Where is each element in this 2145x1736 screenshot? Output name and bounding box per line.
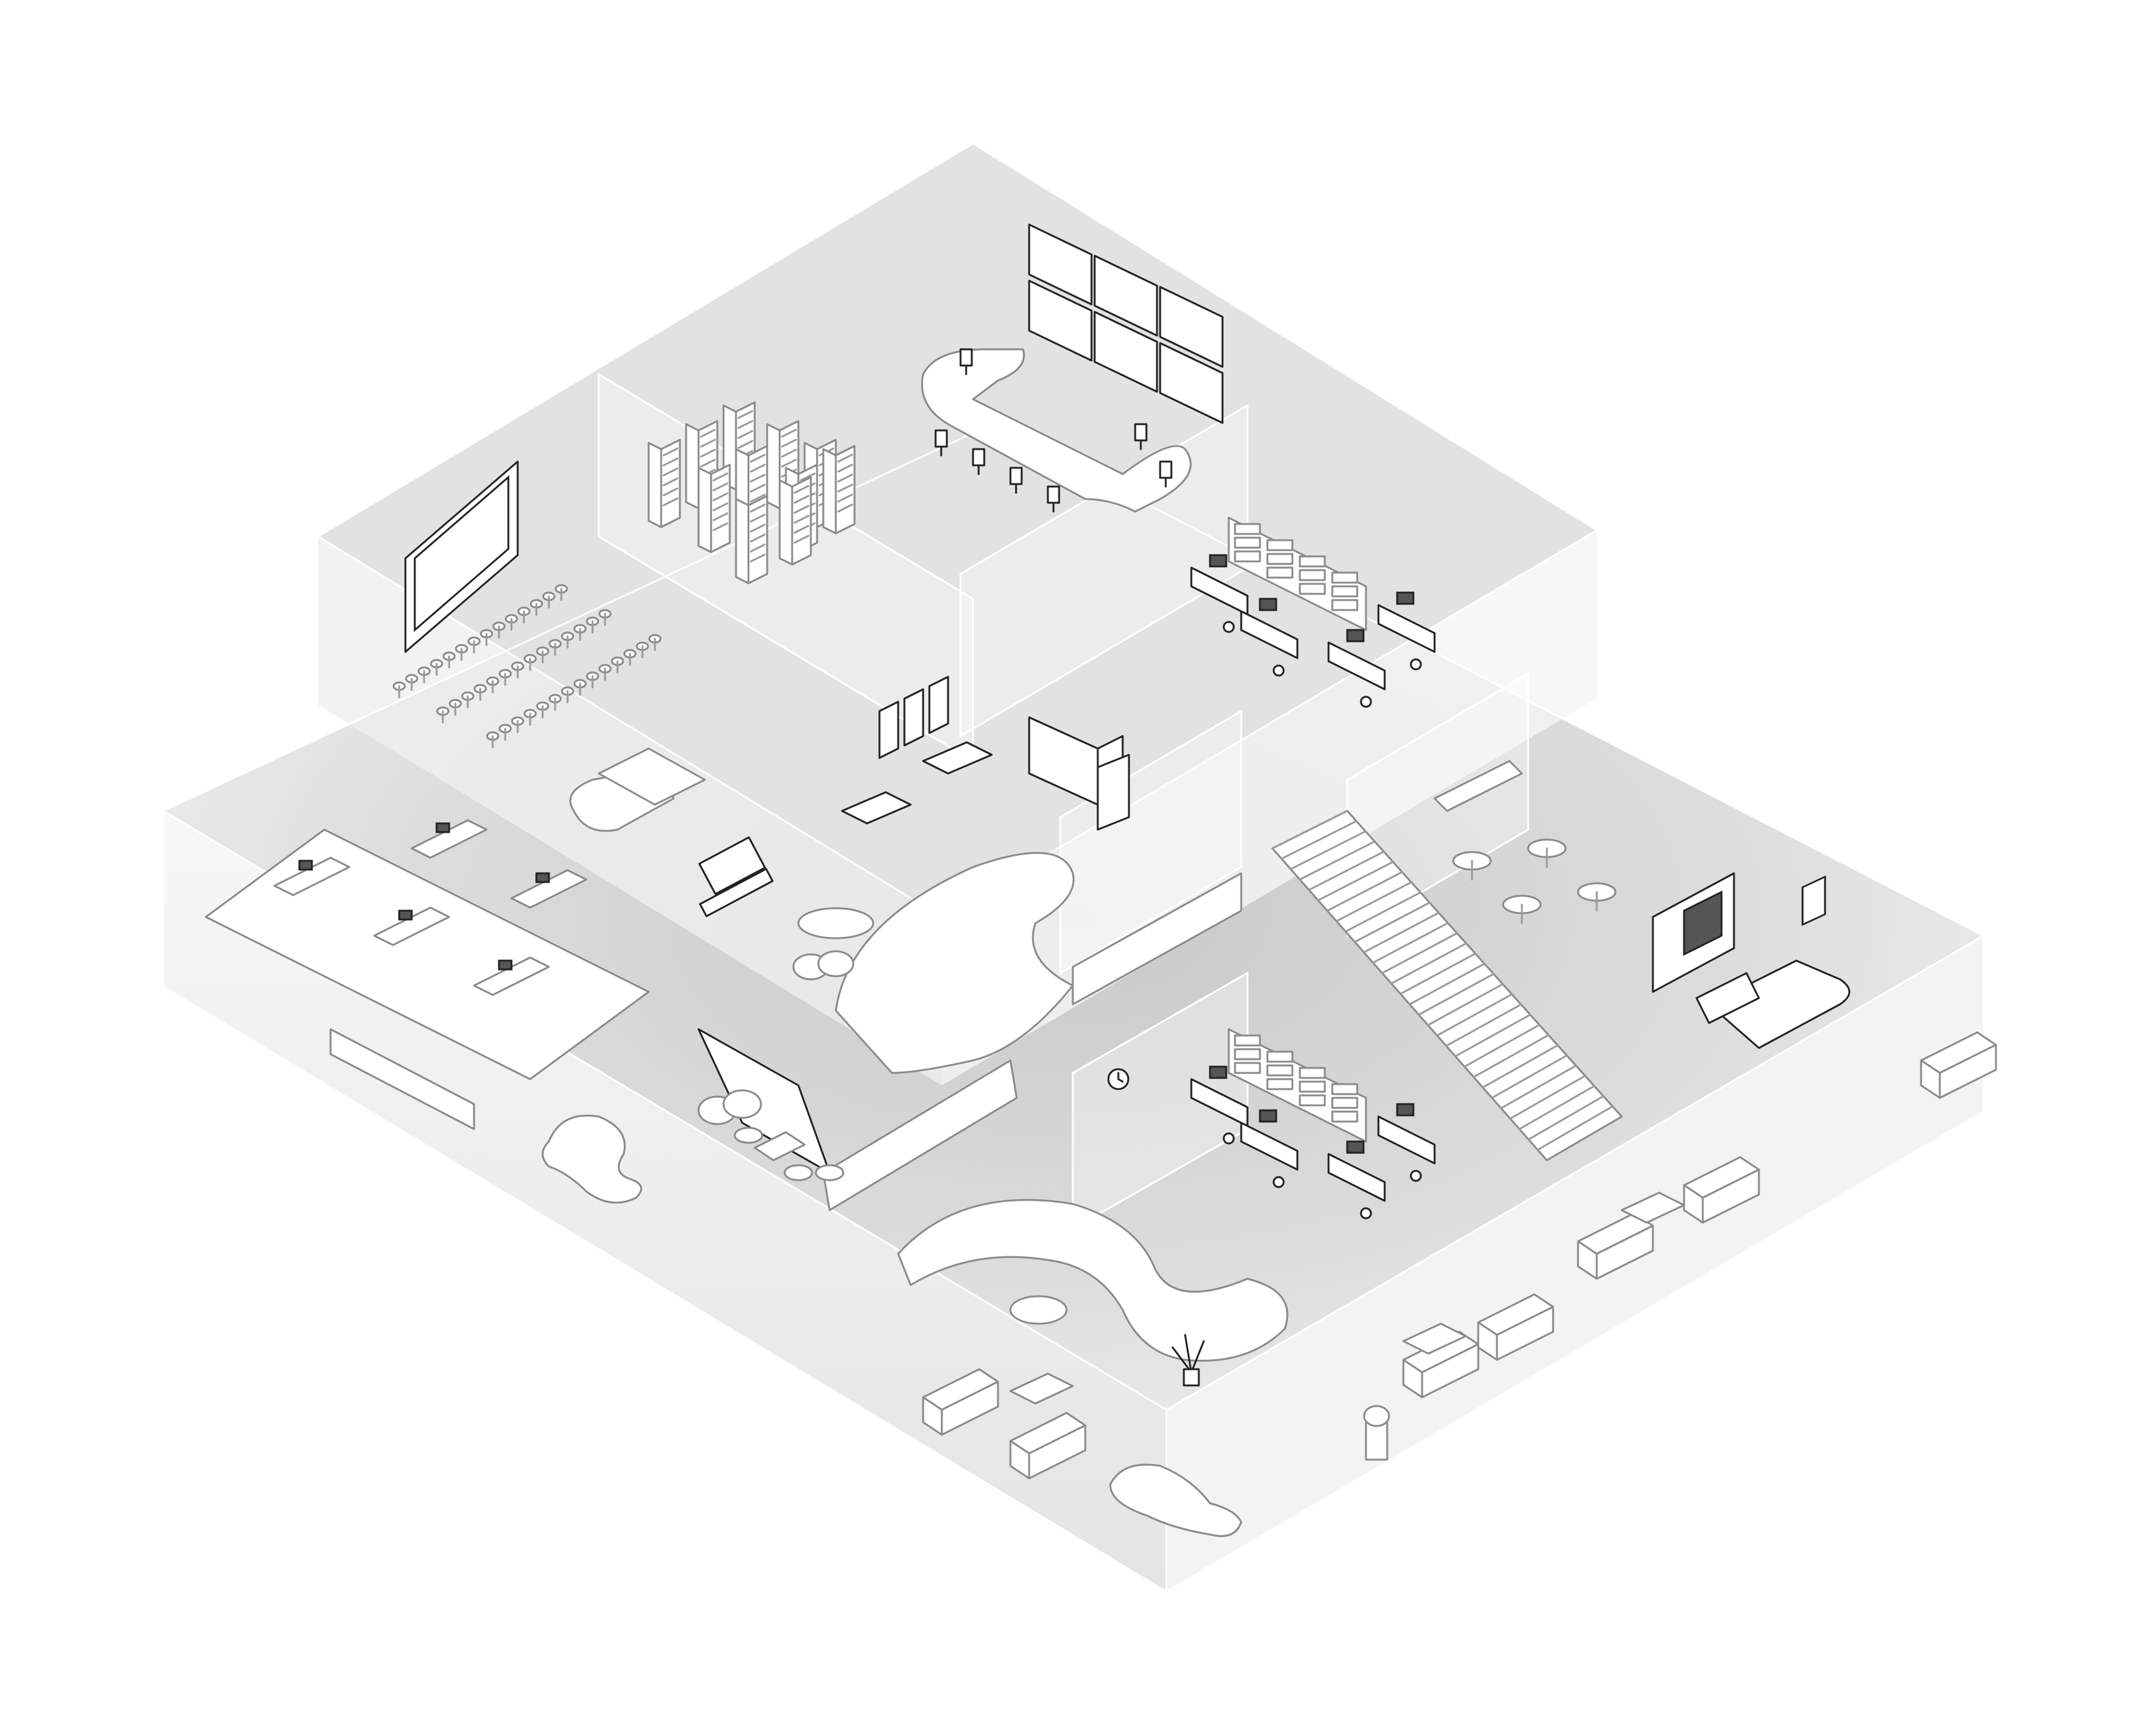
monitor-icon bbox=[298, 860, 313, 871]
display-panel bbox=[1159, 286, 1224, 368]
display-panel bbox=[1028, 223, 1093, 306]
coffee-table-icon bbox=[1402, 1322, 1467, 1355]
meeting-table-icon bbox=[598, 747, 706, 806]
conference-table-icon bbox=[921, 348, 1192, 513]
center-desk-zone bbox=[697, 872, 1242, 1211]
chair-base-icon bbox=[1223, 621, 1235, 633]
office-chair-icon bbox=[1159, 460, 1173, 479]
lounge-zone bbox=[922, 1031, 1997, 1480]
chair-base-icon bbox=[1360, 696, 1372, 708]
boardroom-zone bbox=[921, 223, 1224, 513]
round-table-icon bbox=[1009, 1295, 1068, 1325]
server-room-zone bbox=[647, 401, 856, 584]
monitor-icon bbox=[398, 909, 413, 921]
monitor-icon bbox=[535, 872, 550, 883]
left-office-zone bbox=[205, 819, 650, 1130]
coffee-table-icon bbox=[1009, 1372, 1074, 1405]
monitor-icon bbox=[1259, 598, 1277, 611]
chair-rows-icon bbox=[392, 584, 662, 749]
tv-icon bbox=[698, 836, 766, 895]
coffee-table-icon bbox=[1620, 1191, 1685, 1224]
desk-icon bbox=[1327, 1153, 1386, 1202]
display-panel bbox=[1093, 311, 1158, 393]
beanbag-icon-lower bbox=[697, 1089, 762, 1125]
chair-base-icon bbox=[1360, 1207, 1372, 1220]
monitor-icon bbox=[1346, 1140, 1365, 1154]
kidney-table-icon-front bbox=[1109, 1463, 1242, 1537]
water-cooler-icon bbox=[1363, 1405, 1390, 1461]
office-chair-icon bbox=[959, 348, 973, 367]
curved-platform-icon bbox=[835, 851, 1075, 1074]
plant-icon bbox=[1171, 1334, 1205, 1387]
upper-floor bbox=[318, 143, 1597, 917]
desk-icon bbox=[1377, 604, 1436, 653]
chair-base-icon bbox=[1272, 664, 1285, 677]
office-chair-icon bbox=[972, 448, 985, 467]
high-tables-icon bbox=[841, 741, 993, 825]
workstation-cluster-lower bbox=[1190, 1028, 1436, 1220]
long-bench-icon bbox=[822, 1059, 1018, 1211]
award-frames-icon-center bbox=[878, 676, 949, 759]
bench-icon bbox=[329, 1028, 475, 1130]
center-lounge-zone bbox=[569, 676, 1130, 1074]
cafe-zone bbox=[1433, 760, 1617, 924]
office-chair-set bbox=[934, 348, 1173, 513]
stair-treads bbox=[1271, 810, 1614, 1151]
monitor-icon bbox=[498, 959, 513, 971]
building-shell bbox=[162, 142, 1986, 1591]
monitor-icon bbox=[1259, 1109, 1277, 1123]
projection-screen-icon bbox=[404, 460, 519, 653]
chair-base-icon bbox=[1272, 1176, 1285, 1188]
reception-zone bbox=[541, 1114, 1289, 1537]
monitor-icon bbox=[1209, 1065, 1227, 1079]
chair-base-icon bbox=[1410, 658, 1422, 671]
desk-icon bbox=[1240, 1122, 1299, 1171]
staircase-zone bbox=[1271, 810, 1623, 1161]
executive-desk-icon bbox=[1708, 959, 1851, 1049]
kidney-table-icon-left bbox=[541, 1114, 642, 1204]
fridge-icon bbox=[1097, 754, 1130, 831]
workstation-cluster-upper bbox=[1190, 516, 1436, 708]
display-panel bbox=[1028, 279, 1093, 362]
display-panel bbox=[1093, 255, 1158, 337]
desk-icon bbox=[1240, 610, 1299, 659]
office-partition-icon bbox=[205, 828, 650, 1080]
monitor-icon bbox=[435, 822, 450, 833]
desk-icon bbox=[1327, 641, 1386, 691]
office-chair-icon bbox=[1047, 485, 1060, 504]
display-panel bbox=[1159, 342, 1224, 424]
coffee-table-icon bbox=[797, 907, 874, 939]
monitor-icon bbox=[1396, 591, 1415, 605]
video-wall-icon bbox=[1028, 223, 1224, 424]
cafe-table-icon bbox=[1452, 838, 1617, 924]
auditorium-zone bbox=[392, 460, 662, 749]
office-chair-icon bbox=[934, 429, 948, 448]
award-frames-icon bbox=[1801, 875, 1826, 926]
monitor-icon bbox=[1346, 629, 1365, 643]
stools-icon bbox=[734, 1127, 845, 1181]
desk-icon bbox=[1377, 1115, 1436, 1165]
office-chair-icon bbox=[1134, 423, 1148, 442]
upper-edges bbox=[317, 142, 1599, 918]
tv-stand-icon bbox=[699, 868, 774, 918]
chair-base-icon bbox=[1410, 1170, 1422, 1182]
monitor-icon bbox=[1396, 1103, 1415, 1117]
coffee-counter-icon bbox=[1433, 760, 1523, 812]
side-storage-icon bbox=[1072, 872, 1242, 1006]
reception-desk-icon bbox=[897, 1199, 1289, 1362]
monitor-icon bbox=[1209, 554, 1227, 568]
chair-base-icon bbox=[1223, 1132, 1235, 1145]
manager-office-zone bbox=[1652, 872, 1851, 1049]
office-chair-icon bbox=[1009, 467, 1023, 485]
beanbag-icon bbox=[792, 950, 855, 981]
